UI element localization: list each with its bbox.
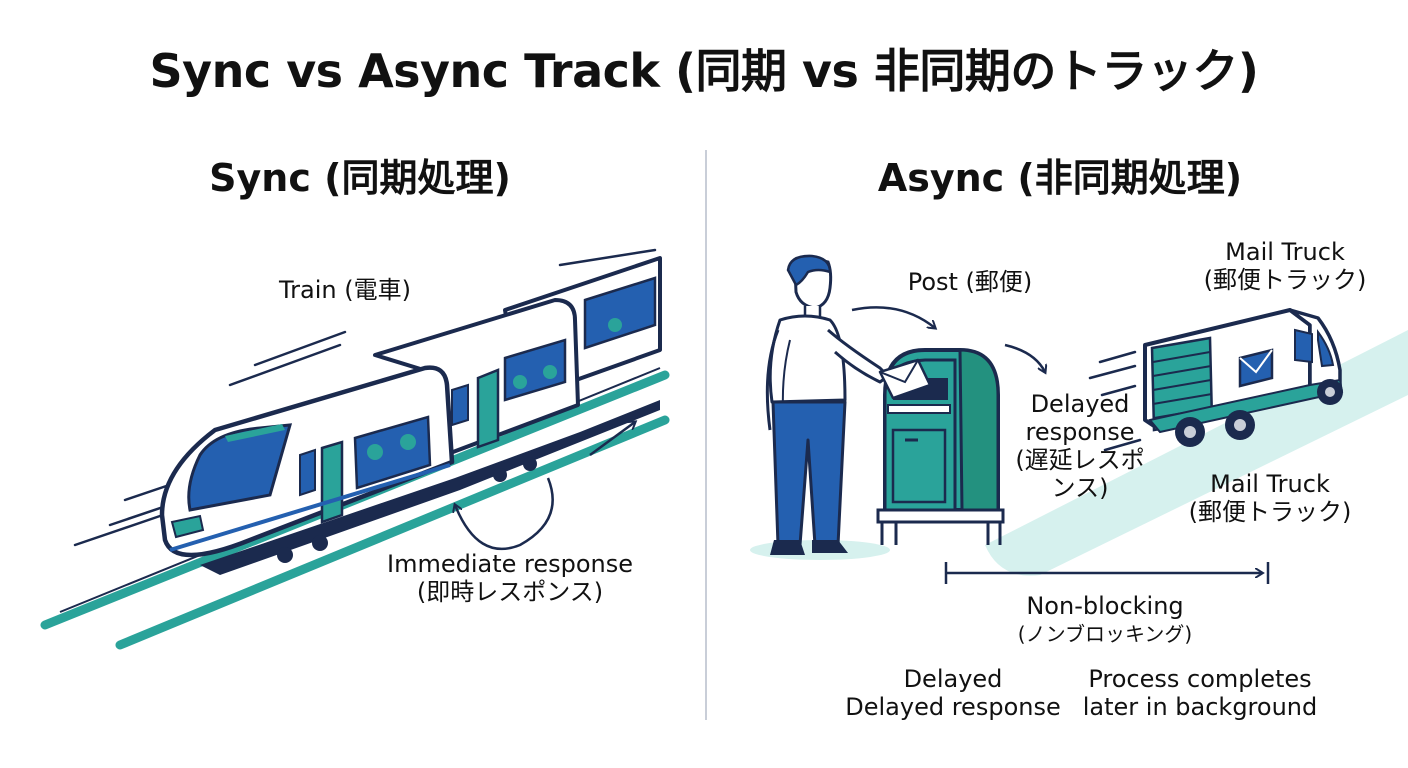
mail-truck-illustration	[1088, 308, 1344, 452]
bottom-delayed-response-label: Delayed Delayed response	[838, 665, 1068, 721]
non-blocking-label: Non-blocking (ノンブロッキング)	[1000, 592, 1210, 648]
immediate-response-label: Immediate response (即時レスポンス)	[370, 550, 650, 606]
non-blocking-line2: (ノンブロッキング)	[1017, 622, 1193, 646]
immediate-response-line1: Immediate response	[386, 550, 634, 578]
mail-truck-top-line1: Mail Truck	[1225, 238, 1345, 266]
mail-truck-label-bottom: Mail Truck (郵便トラック)	[1165, 470, 1375, 526]
bottom-left-line1: Delayed	[903, 665, 1003, 693]
delivery-arrow	[1004, 343, 1045, 372]
bottom-right-line1: Process completes	[1088, 665, 1312, 693]
delayed-line2: response	[1025, 418, 1135, 446]
delayed-response-label: Delayed response (遅延レスポ ンス)	[1005, 390, 1155, 502]
mail-truck-top-line2: (郵便トラック)	[1203, 266, 1367, 294]
page-title: Sync vs Async Track (同期 vs 非同期のトラック)	[149, 44, 1259, 98]
mail-truck-label-top: Mail Truck (郵便トラック)	[1180, 238, 1390, 294]
person-illustration	[765, 254, 890, 555]
async-heading: Async (非同期処理)	[877, 156, 1243, 200]
train-windshield	[187, 423, 293, 512]
train-illustration	[40, 248, 670, 650]
mail-truck-bottom-line1: Mail Truck	[1210, 470, 1330, 498]
delayed-line1: Delayed	[1030, 390, 1130, 418]
immediate-response-line2: (即時レスポンス)	[416, 578, 604, 606]
speed-lines	[73, 248, 657, 547]
delayed-line4: ンス)	[1051, 474, 1109, 502]
post-arrow	[851, 306, 935, 328]
post-label: Post (郵便)	[907, 268, 1033, 296]
delayed-line3: (遅延レスポ	[1015, 446, 1145, 474]
forward-arrow	[589, 422, 635, 457]
train-label: Train (電車)	[279, 276, 411, 304]
bottom-left-line2: Delayed response	[845, 693, 1061, 721]
response-loop-arrow	[455, 477, 554, 551]
mailbox-illustration	[876, 348, 1005, 545]
bottom-right-line2: later in background	[1082, 693, 1318, 721]
non-blocking-line1: Non-blocking	[1026, 592, 1184, 620]
mail-truck-bottom-line2: (郵便トラック)	[1188, 498, 1352, 526]
rail-back	[115, 415, 670, 650]
sync-heading: Sync (同期処理)	[209, 156, 511, 200]
bottom-process-completes-label: Process completes later in background	[1075, 665, 1325, 721]
non-blocking-span-arrow	[944, 562, 1270, 584]
